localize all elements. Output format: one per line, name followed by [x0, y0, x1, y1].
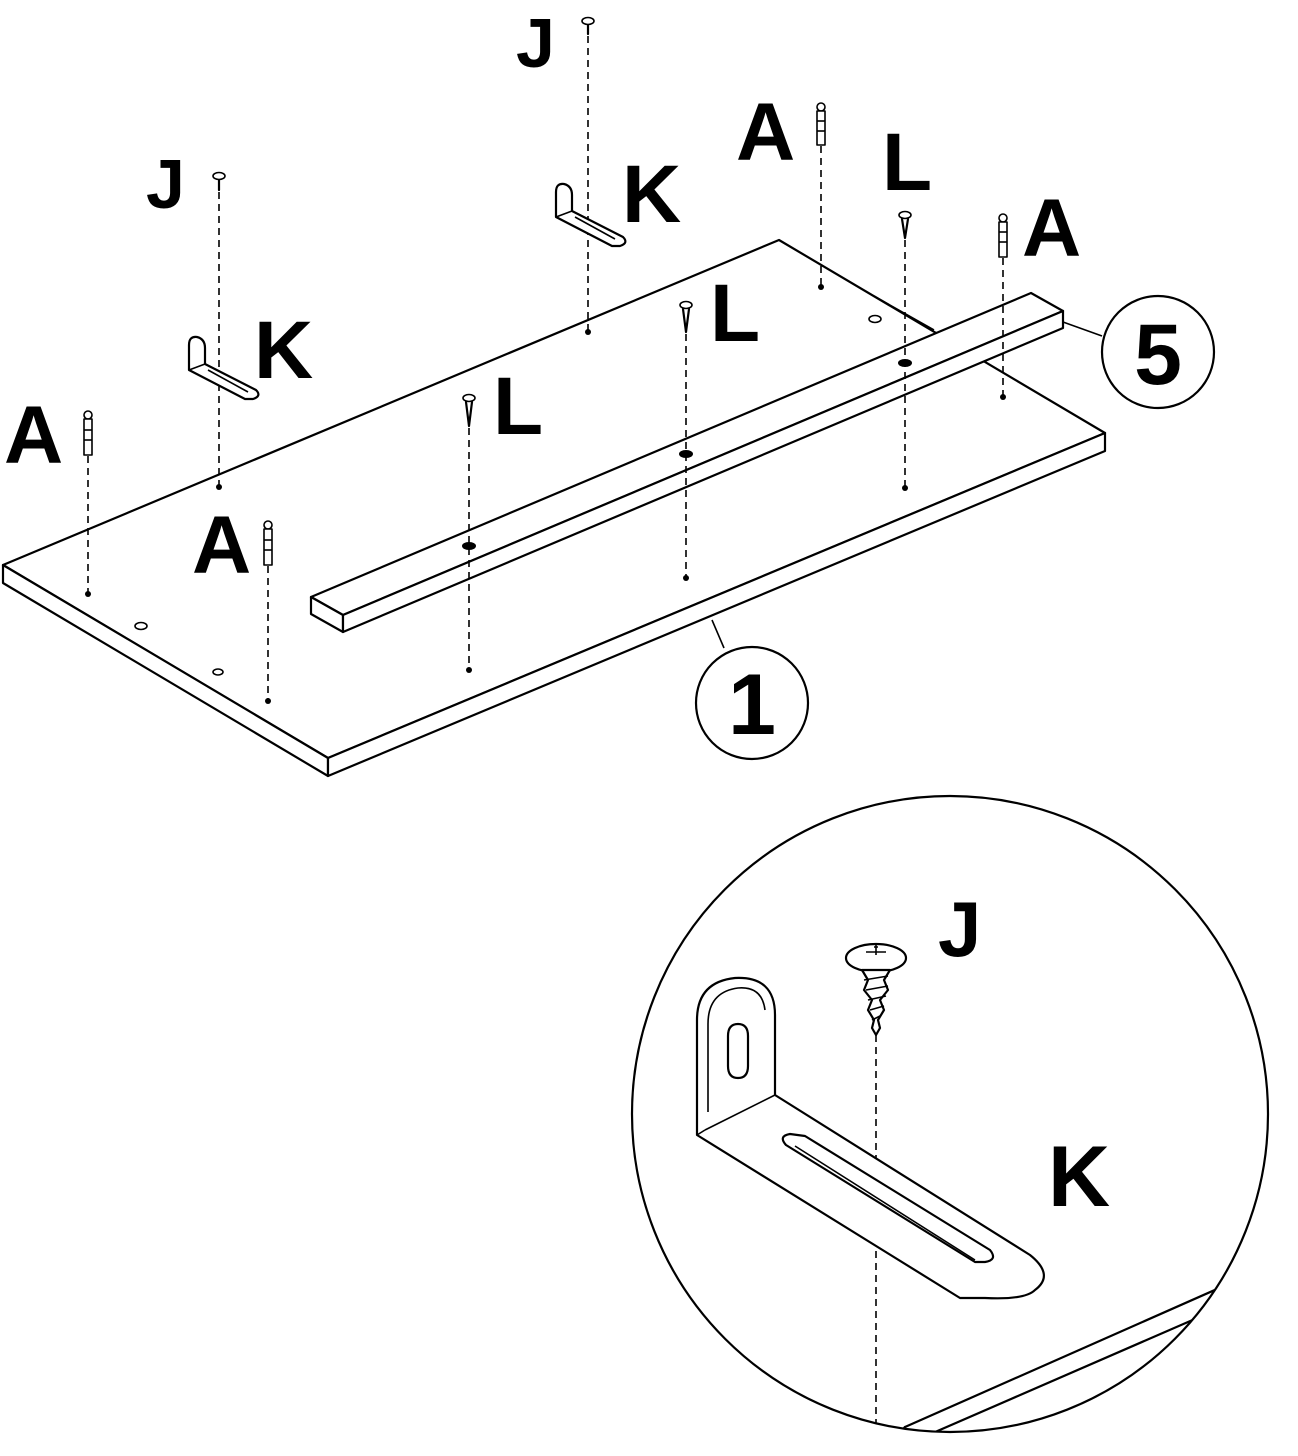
screw-J-1 — [212, 171, 226, 192]
screw-L-1 — [462, 393, 476, 428]
bracket-K-2 — [554, 182, 627, 248]
detail-view: J K — [630, 794, 1270, 1434]
label-K-detail: K — [1048, 1129, 1110, 1225]
label-A-4: A — [1022, 183, 1081, 274]
label-L-3: L — [882, 117, 932, 208]
screw-L-3 — [898, 210, 912, 240]
panel-holes — [85, 284, 1006, 704]
bracket-K-1 — [187, 335, 260, 401]
label-L-1: L — [493, 361, 543, 452]
screw-L-2 — [679, 300, 693, 334]
callout-1: 1 — [694, 619, 810, 761]
screw-J-2 — [581, 16, 595, 36]
callout-1-number: 1 — [728, 657, 776, 753]
dowel-A-2 — [263, 520, 273, 566]
callout-5-number: 5 — [1134, 307, 1182, 403]
callout-5: 5 — [1062, 294, 1216, 410]
dowel-A-3 — [816, 102, 826, 146]
screw-J-detail — [844, 942, 908, 1037]
label-A-3: A — [736, 87, 795, 178]
label-J-detail: J — [938, 885, 981, 973]
dowel-A-1 — [83, 410, 93, 456]
label-A-2: A — [192, 500, 251, 591]
bracket-K-detail — [695, 976, 1045, 1300]
label-L-2: L — [710, 268, 760, 359]
batten-5 — [309, 291, 1065, 634]
label-K-2: K — [622, 149, 681, 240]
label-J-1: J — [146, 145, 185, 223]
label-K-1: K — [254, 305, 313, 396]
guide-lines — [87, 36, 1004, 699]
label-A-1: A — [4, 390, 63, 481]
label-J-2: J — [516, 4, 555, 82]
dowel-A-4 — [998, 213, 1008, 258]
